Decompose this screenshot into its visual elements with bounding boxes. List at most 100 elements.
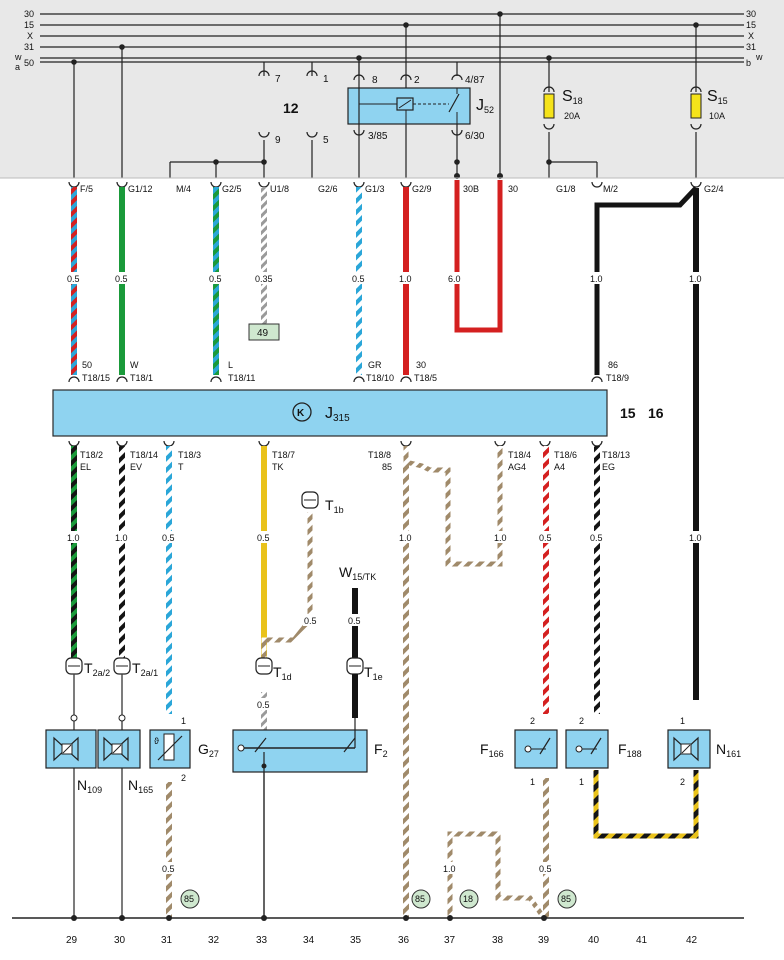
diagram-label: 0.5 [348,616,361,626]
diagram-label: 37 [444,935,456,946]
diagram-label: T18/8 [368,450,391,460]
connector-t2a-1: T2a/1 [113,657,158,722]
column-numbers: 29 30 31 32 33 34 35 36 37 38 39 40 41 4… [66,935,698,946]
diagram-label: T18/4 [508,450,531,460]
ground-junctions [71,915,547,921]
diagram-label: 0.5 [304,616,317,626]
diagram-label: T2a/2 [84,660,110,678]
component-g27: ϑ 1 2 G27 [149,716,219,783]
diagram-label: T18/6 [554,450,577,460]
diagram-label: 0.5 [162,533,175,543]
diagram-label: N165 [128,777,153,795]
diagram-label: G27 [198,741,219,759]
diagram-label: A4 [554,462,565,472]
bus-label-r31: 31 [746,42,756,52]
diagram-label: 36 [398,935,410,946]
bus-label-b: b [746,58,751,68]
diagram-label: T18/7 [272,450,295,460]
diagram-label: 1 [181,716,186,726]
diagram-label: 31 [161,935,173,946]
diagram-label: T18/5 [414,373,437,383]
diagram-label: 41 [636,935,648,946]
diagram-label: T18/13 [602,450,630,460]
diagram-label: T18/14 [130,450,158,460]
diagram-label: 0.5 [539,533,552,543]
diagram-label: T18/11 [228,373,255,383]
bus-label-31: 31 [24,42,34,52]
diagram-label: 1 [530,777,535,787]
ecu-ref-15: 15 [620,405,636,421]
bus-label-a: a [15,62,20,72]
j52-pin-4-87: 4/87 [465,75,485,86]
diagram-label: 0.35 [255,274,273,284]
gauge-labels-bottom: 1.0 1.0 0.5 0.5 0.5 0.5 1.0 1.0 0.5 0.5 … [66,531,704,874]
diagram-label: 1 [579,777,584,787]
diagram-label: 85 [184,894,194,904]
relay12-pin-7: 7 [275,74,281,85]
component-n109: N109 [45,729,102,795]
diagram-label: 30 [508,184,518,194]
component-f2: F2 [232,718,388,773]
diagram-label: T18/1 [130,373,153,383]
bus-feed-wires [73,14,697,178]
bus-label-rw: w [755,52,763,62]
diagram-label: U1/8 [270,184,289,194]
diagram-label: 0.5 [352,274,365,284]
j52-pin-8: 8 [372,75,378,86]
relay-j52: 8 2 4/87 3/85 6/30 J52 [347,74,494,142]
ecu-ref-16: 16 [648,405,664,421]
diagram-label: 1.0 [689,533,702,543]
lower-wires [71,446,699,920]
diagram-label: 0.5 [539,864,552,874]
diagram-label: 1.0 [67,533,80,543]
connector-labels-top: F/5 G1/12 M/4 G2/5 U1/8 G2/6 G1/3 G2/9 3… [80,184,724,194]
diagram-label: T [178,462,184,472]
diagram-label: G1/12 [128,184,153,194]
diagram-label: 1.0 [399,533,412,543]
diagram-label: 1.0 [590,274,603,284]
gauge-labels-top: 0.5 0.5 0.5 0.35 0.5 1.0 6.0 1.0 1.0 [66,272,704,284]
diagram-label: 2 [181,773,186,783]
diagram-label: 30 [114,935,126,946]
bus-label-30: 30 [24,9,34,19]
fuse-s18-rating: 20A [564,111,580,121]
diagram-label: T18/15 [82,373,110,383]
diagram-label: 1.0 [115,533,128,543]
connector-t1e: T1e [346,657,383,718]
diagram-label: F166 [480,741,504,759]
diagram-label: EL [80,462,91,472]
diagram-label: 85 [415,894,425,904]
bus-junctions [71,11,699,179]
relay12-pin-9: 9 [275,135,281,146]
relay12-pin-5: 5 [323,135,329,146]
diagram-label: 1.0 [399,274,412,284]
bus-label-r30: 30 [746,9,756,19]
bus-labels-right: 30 15 X 31 b w [746,9,763,68]
diagram-label: 38 [492,935,504,946]
bus-label-r15: 15 [746,20,756,30]
j52-label: J52 [476,97,494,115]
diagram-label: 35 [350,935,362,946]
diagram-label: 39 [538,935,550,946]
power-bus [40,13,744,63]
connector-t1b: T1b [301,491,344,515]
j52-pin-2: 2 [414,75,420,86]
bus-labels-left: 30 15 X 31 50 w a [14,9,34,72]
diagram-label: T1e [364,664,383,682]
component-f166: 2 1 F166 [480,716,558,787]
ecu-label: J315 [325,405,350,424]
diagram-label: G1/3 [365,184,385,194]
diagram-label: TK [272,462,284,472]
diagram-label: G2/5 [222,184,242,194]
diagram-label: G1/8 [556,184,576,194]
diagram-label: S18 [562,88,583,106]
diagram-label: F188 [618,741,642,759]
diagram-label: 0.5 [257,533,270,543]
diagram-label: 1.0 [689,274,702,284]
upper-wires [71,180,699,700]
diagram-label: 2 [680,777,685,787]
diagram-label: 6.0 [448,274,461,284]
j52-pin-6-30: 6/30 [465,131,485,142]
diagram-label: 0.5 [67,274,80,284]
